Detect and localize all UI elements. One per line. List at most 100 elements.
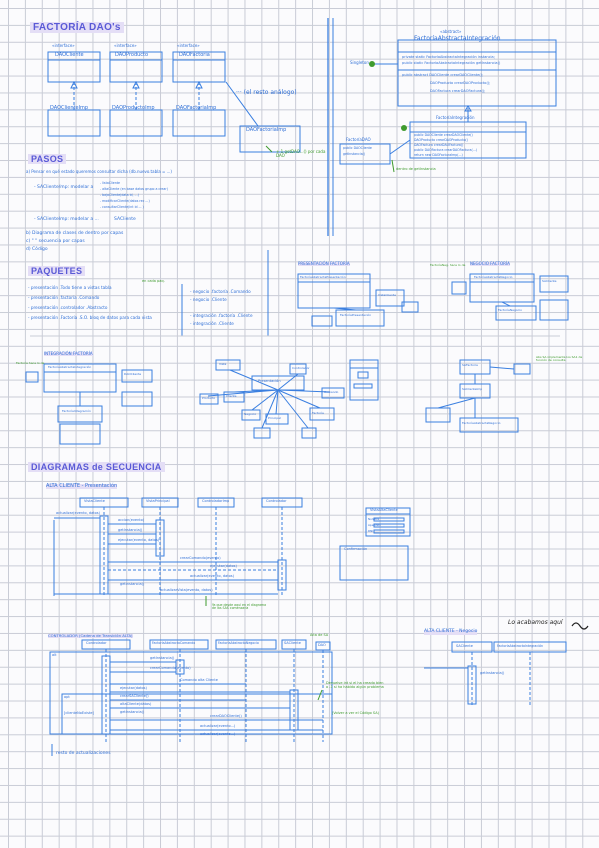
seq1-green-note: Ya que desde aquí en el diagrama de las …: [212, 603, 267, 611]
neg-factoria-title: NEGOCIO FACTORÍA: [470, 261, 510, 266]
center-item-4: Factoría: [312, 411, 324, 415]
center-item-8: Producto: [202, 396, 216, 400]
seq2-msg-3: Comando alta Cliente: [180, 678, 218, 682]
neg-note: FactoríaNeg. hace lo de: [430, 263, 466, 267]
seq2-msg-5: crearSACliente(): [120, 694, 149, 698]
iface1-name: DAOCliente: [55, 52, 84, 58]
seq1-msg-8: getInstancia(): [120, 582, 145, 586]
int-note: Factoría hace lo de: [16, 361, 45, 365]
int-box3: DAOCliente: [124, 372, 142, 376]
int-box2: FactoríaIntegración: [62, 409, 91, 413]
seq1-msg-7: actualizar(evento, datos): [190, 574, 234, 578]
seq2-green-note2: (Volver a ver el Código SA): [332, 711, 379, 715]
int-box1: FactoríaAbstractaIntegración: [48, 365, 92, 369]
impl3-name: DAOFactoriaImp: [176, 105, 217, 111]
pres-box2: FactoríaPresentación: [340, 313, 372, 317]
heading-diagramas: DIAGRAMAS de SECUENCIA: [28, 462, 165, 472]
paso-sub-item-4: - modificarCliente(datos rec ...): [100, 199, 150, 203]
seq1-panel2-title: Confirmación: [344, 547, 368, 551]
seq1-msg-6: ejecutar(datos): [210, 564, 237, 568]
paso-a: a) Pensar en qué estado queremos consult…: [26, 169, 172, 174]
paso-sub2-label: - SAClienteImp: modelar a ...: [34, 217, 99, 222]
fi-small-name: FactoríaDAO: [346, 137, 371, 142]
seq2-msg-6: altaCliente(datos): [120, 702, 152, 706]
af-method3: DAOFactura crearDAOFactura();: [430, 89, 486, 93]
seq1-title: ALTA CLIENTE - Presentación: [46, 483, 118, 489]
iface3-name: DAOFactoria: [179, 52, 210, 58]
iface2-name: DAOProducto: [115, 52, 149, 58]
seq1-msg-5: crearComando(evento): [180, 556, 221, 560]
right-box1: SAFactoria: [462, 363, 478, 367]
seq1-panel-field-1: Nombre: [368, 517, 380, 521]
seq3-msg: getInstancia(): [480, 671, 505, 675]
seq3-title: ALTA CLIENTE - Negocio: [424, 629, 478, 635]
seq2-lifeline-5: DAO: [318, 643, 326, 647]
seq1-msg-2: accion(evento): [118, 518, 145, 522]
center-item-6: Negocio: [244, 412, 257, 416]
heading-pasos: PASOS: [28, 154, 67, 164]
singleton-label: Singleton: [350, 60, 369, 65]
center-item-1: Vista: [219, 362, 227, 366]
seq2-msg-4: ejecutar(datos): [120, 686, 147, 690]
paso-b: b) Diagrama de clases de dentro por capa…: [26, 231, 124, 236]
impl2-name: DAOProductoImp: [112, 105, 155, 111]
paquete-right-2: - negocio .Cliente: [190, 297, 227, 302]
seq2-frame-guard: [clienteNoExiste]: [64, 711, 94, 715]
af-method1: public abstract DAOCliente crearDAOClien…: [402, 73, 484, 77]
seq2-frame-opt: opt: [64, 695, 70, 699]
seq1-msg-4: ejecutar(evento, datos): [118, 538, 160, 542]
right-box3: FactoríaAbstractaNegocio: [462, 421, 501, 425]
seq2-msg-1: getInstancia(): [150, 656, 175, 660]
seq2-top-note: Alta de SA: [310, 633, 329, 637]
paso-c: c) " " secuencia por capas: [26, 239, 85, 244]
fi-method5: return new DAOFacturaImp(...): [414, 153, 463, 157]
paquete-green-note: en cada paq.: [142, 279, 165, 283]
seq2-lifeline-4: SACliente: [284, 641, 301, 645]
paquete-right-3: - integración .factoría .Cliente: [190, 313, 253, 318]
seq1-lifeline-1: VistaCliente: [84, 499, 105, 503]
seq3-lifeline-1: SACliente: [456, 644, 473, 648]
seq2-msg-8: crearDAOCliente(): [210, 714, 242, 718]
seq2-footer: resto de actualizaciones: [56, 751, 111, 756]
seq1-msg-9: actualizarVista(evento, datos): [160, 588, 213, 592]
seq2-msg-7: getInstancia(): [120, 710, 145, 714]
fi-method2: DAOProducto crearDAOProducto(): [414, 138, 468, 142]
seq1-lifeline-3: ControladorImp: [202, 499, 230, 503]
seq2-lifeline-1: Controlador: [86, 641, 107, 645]
seq1-msg-3: getInstancia(): [118, 528, 143, 532]
center-box-label: Presentación: [258, 379, 281, 383]
paso-sub-item-5: - consultarCliente(int id ... ): [100, 205, 144, 209]
seq2-lifeline-3: FactoríaAbstractaNegocio: [218, 641, 259, 645]
impl1-name: DAOClienteImp: [50, 105, 89, 111]
heading-factoria: FACTORÍA DAO's: [30, 22, 124, 33]
af-attr1: private static FactoríaAbstractaIntegrac…: [402, 55, 495, 59]
paquete-left-3: - presentación .controlador .Abstracto: [28, 305, 108, 310]
paquete-left-1: - presentación .Todo tiene a vistas tabl…: [28, 285, 112, 290]
fi-name: FactoríaIntegración: [436, 115, 475, 120]
center-item-5: Principal: [268, 416, 281, 420]
af-method2: DAOProducto crearDAOProducto();: [430, 81, 491, 85]
green-note-getdao: + 1 getDAO...() por cada DAO: [276, 149, 326, 158]
fi-method3: DAOFactura crearDAOFactura(): [414, 143, 464, 147]
paso-sub-label: - SACliente/mp: modelar a: [34, 185, 94, 190]
seq3-scribble: Lo acabamos aquí: [508, 619, 563, 626]
paquete-right-1: - negocio .factoría .Comando: [190, 289, 251, 294]
right-box2: SAClienteImp: [462, 387, 483, 391]
fi-method4: public DAOFactura crearDAOFactura(...): [414, 148, 477, 152]
seq1-lifeline-4: Controlador: [266, 499, 287, 503]
green-note-getinstancia: dentro de getInstancia: [396, 167, 436, 171]
dao-factoria-box: DAOFactoriaImp: [246, 127, 287, 133]
iface1-stereotype: «interface»: [52, 43, 75, 48]
seq1-panel-title: VistaAltaCliente: [370, 508, 398, 512]
center-item-7: Cliente: [226, 394, 237, 398]
seq2-frame-alt: alt: [52, 653, 57, 657]
fi-small-m2: getInstancia(): [343, 152, 366, 156]
seq2-msg-10: actualizar(evento...): [200, 732, 236, 736]
iface3-stereotype: «interface»: [177, 43, 200, 48]
seq3-lifeline-2: FactoríaAbstractaIntegración: [497, 644, 543, 648]
paso-d: d) Código: [26, 247, 48, 252]
fi-small-m1: public DAOCliente: [343, 146, 372, 150]
seq1-lifeline-2: VistaPrincipal: [146, 499, 170, 503]
